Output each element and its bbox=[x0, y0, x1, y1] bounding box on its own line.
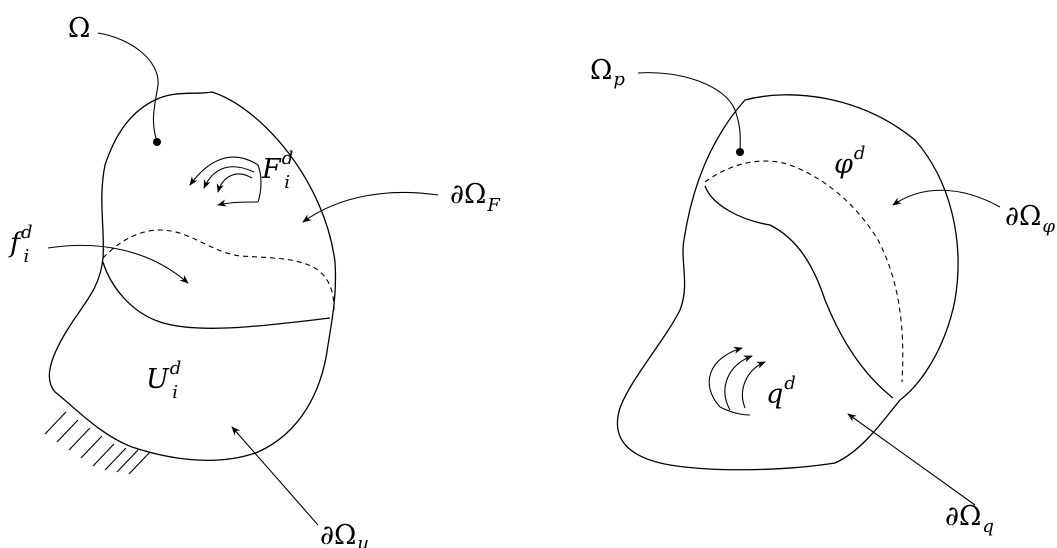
omega-p-pointer-dot bbox=[736, 148, 744, 156]
heat-flux-arrows-icon bbox=[708, 346, 766, 416]
flux-surface-solid-line bbox=[704, 185, 894, 399]
boundary-force-label: ∂ΩF bbox=[450, 179, 501, 216]
displacement-label-sup: d bbox=[170, 358, 182, 379]
right-body: Ωp φd ∂Ωφ qd ∂Ωq bbox=[590, 55, 1055, 537]
force-label-sub: i bbox=[284, 172, 290, 193]
omega-p-label: Ωp bbox=[590, 55, 625, 90]
boundary-flux-label-sub: q bbox=[982, 516, 994, 537]
boundary-potential-label-sub: φ bbox=[1042, 216, 1055, 237]
body-force-label-sub: i bbox=[24, 246, 30, 267]
omega-p-pointer-line bbox=[637, 72, 741, 153]
body-force-label-sup: d bbox=[21, 222, 33, 243]
omega-p-label-sub: p bbox=[613, 69, 625, 90]
body-force-arrow bbox=[47, 244, 189, 284]
flux-label-sup: d bbox=[784, 373, 796, 394]
potential-label-sup: d bbox=[854, 143, 866, 164]
displacement-label-sub: i bbox=[172, 382, 178, 403]
omega-pointer-line bbox=[97, 32, 159, 143]
boundary-force-label-sub: F bbox=[486, 195, 501, 216]
applied-moment-arrows-icon bbox=[189, 156, 262, 207]
omega-pointer-dot bbox=[153, 138, 161, 146]
potential-label: φd bbox=[834, 143, 865, 180]
boundary-displacement-label-sub: u bbox=[357, 533, 369, 548]
omega-label: Ω bbox=[68, 13, 90, 44]
potential-surface-dashed-line bbox=[704, 160, 904, 383]
boundary-potential-label: ∂Ωφ bbox=[1005, 201, 1055, 237]
force-label-sup: d bbox=[282, 148, 294, 169]
boundary-flux-label: ∂Ωq bbox=[945, 501, 994, 537]
boundary-flux-arrow bbox=[847, 413, 976, 506]
force-surface-dashed-line bbox=[102, 229, 335, 311]
load-surface-solid-line bbox=[102, 261, 331, 329]
fixed-support-hatching bbox=[44, 411, 151, 475]
flux-label: qd bbox=[766, 373, 796, 410]
boundary-potential-arrow bbox=[892, 189, 1001, 208]
boundary-force-arrow bbox=[302, 191, 439, 223]
boundary-displacement-arrow bbox=[231, 426, 319, 526]
left-body-region bbox=[48, 91, 337, 461]
boundary-displacement-label: ∂Ωu bbox=[320, 520, 369, 548]
right-body-region bbox=[616, 94, 959, 471]
